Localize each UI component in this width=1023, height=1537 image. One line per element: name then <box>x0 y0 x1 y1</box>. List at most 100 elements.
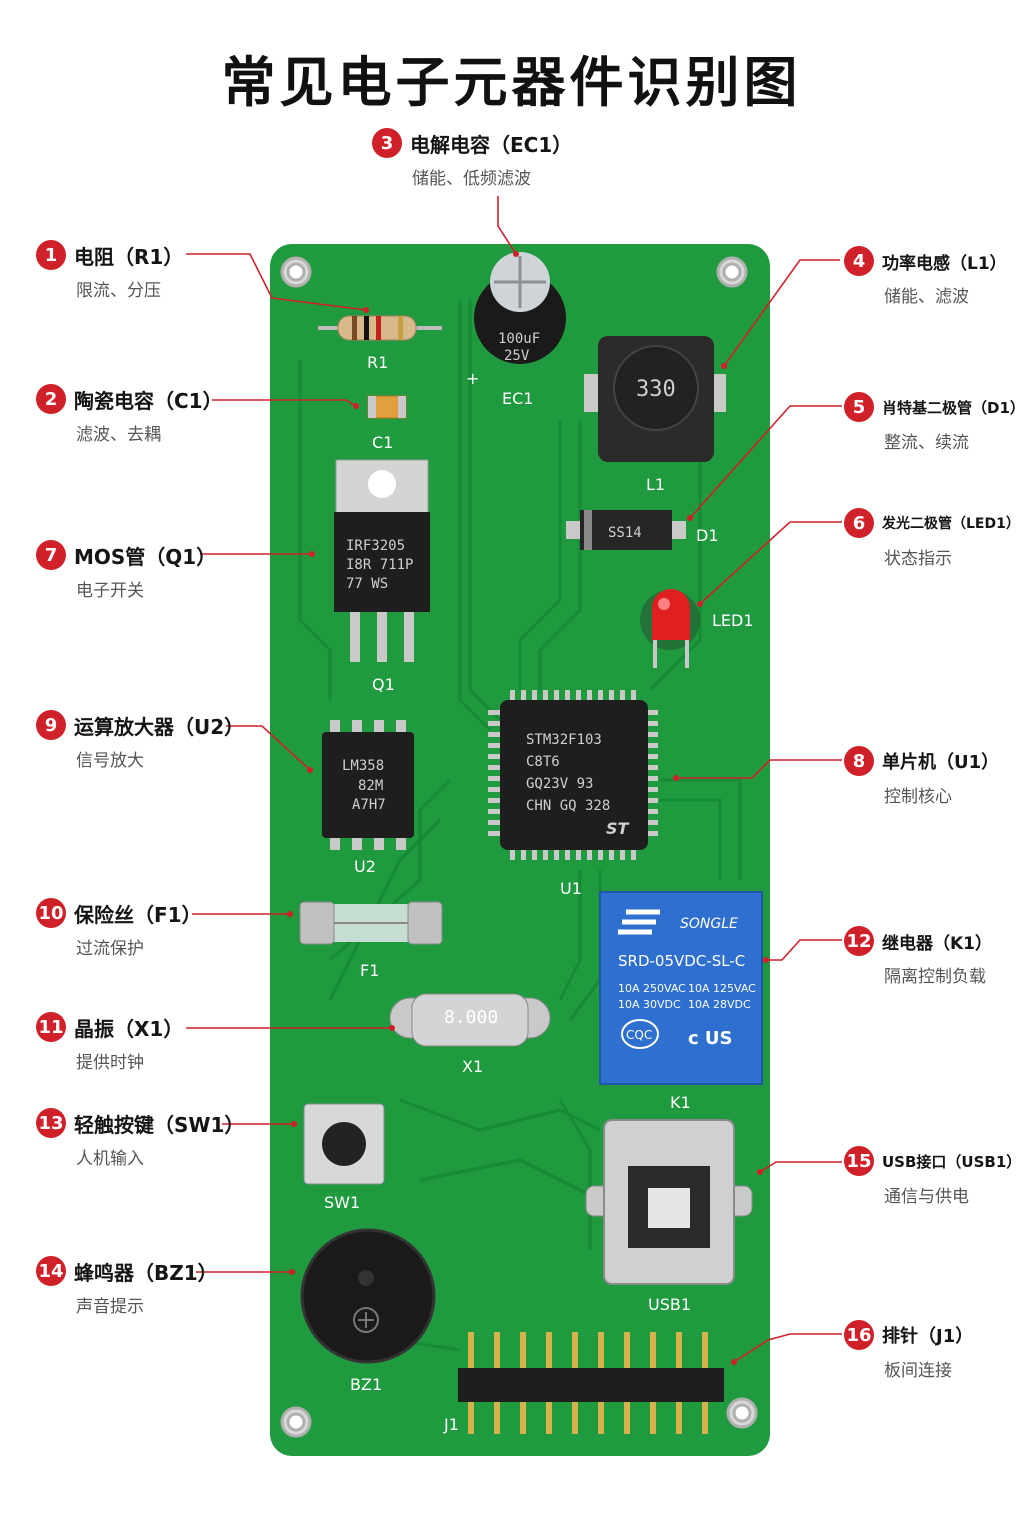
x1-freq: 8.000 <box>444 1007 498 1028</box>
callout-mosfet: 7 MOS管（Q1） 电子开关 <box>36 540 216 601</box>
callout-number: 5 <box>844 392 874 422</box>
callout-desc: 提供时钟 <box>76 1053 144 1073</box>
usb1-label: USB1 <box>648 1295 691 1314</box>
f1-label: F1 <box>360 961 379 980</box>
ec1-voltage: 25V <box>504 348 530 364</box>
crystal-x1: 8.000 X1 <box>389 993 551 1076</box>
callout-number: 2 <box>36 384 66 414</box>
callout-electrolytic-capacitor: 3 电解电容（EC1） 储能、低频滤波 <box>372 128 572 189</box>
callout-name: 陶瓷电容（C1） <box>74 388 223 413</box>
ec1-label: EC1 <box>502 389 533 408</box>
callout-number: 15 <box>844 1146 874 1176</box>
callout-number: 8 <box>844 746 874 776</box>
capacitor-c1: C1 <box>367 395 407 452</box>
pin-header-j1: J1 <box>443 1332 724 1434</box>
callout-number: 14 <box>36 1256 66 1286</box>
k1-cert2: c US <box>688 1028 733 1049</box>
j1-label: J1 <box>443 1415 459 1434</box>
callout-number: 11 <box>36 1012 66 1042</box>
callout-name: USB接口（USB1） <box>882 1152 1022 1171</box>
x1-label: X1 <box>462 1057 483 1076</box>
k1-cert1: CQC <box>626 1028 652 1042</box>
leader-lines <box>186 196 842 1363</box>
k1-model: SRD-05VDC-SL-C <box>618 952 745 970</box>
callout-button: 13 轻触按键（SW1） 人机输入 <box>36 1108 244 1169</box>
u2-line3: A7H7 <box>352 797 386 813</box>
relay-k1: SONGLE SRD-05VDC-SL-C 10A 250VAC 10A 125… <box>599 891 763 1112</box>
led1-label: LED1 <box>712 611 754 630</box>
callout-desc: 滤波、去耦 <box>76 425 161 445</box>
callout-mcu: 8 单片机（U1） 控制核心 <box>844 746 999 807</box>
callout-name: MOS管（Q1） <box>74 544 217 569</box>
callout-ceramic-capacitor: 2 陶瓷电容（C1） 滤波、去耦 <box>36 384 223 445</box>
callout-number: 16 <box>844 1320 874 1350</box>
u2-label: U2 <box>354 857 376 876</box>
u1-label: U1 <box>560 879 582 898</box>
callout-number: 13 <box>36 1108 66 1138</box>
l1-label: L1 <box>646 475 665 494</box>
callout-fuse: 10 保险丝（F1） 过流保护 <box>36 898 202 959</box>
callout-schottky-diode: 5 肖特基二极管（D1） 整流、续流 <box>844 392 1023 453</box>
callout-desc: 信号放大 <box>76 751 144 771</box>
callout-desc: 电子开关 <box>76 581 144 601</box>
u2-line2: 82M <box>358 778 383 794</box>
callout-desc: 过流保护 <box>76 939 144 959</box>
callout-number: 4 <box>844 246 874 276</box>
c1-label: C1 <box>372 433 393 452</box>
callout-name: 单片机（U1） <box>882 752 1000 773</box>
callout-desc: 储能、低频滤波 <box>412 169 531 189</box>
k1-rating3: 10A 30VDC <box>618 998 681 1011</box>
callout-desc: 储能、滤波 <box>884 287 969 307</box>
callout-number: 1 <box>36 240 66 270</box>
callout-name: 功率电感（L1） <box>882 253 1007 274</box>
callout-number: 7 <box>36 540 66 570</box>
callout-desc: 通信与供电 <box>884 1187 969 1207</box>
callout-desc: 整流、续流 <box>884 433 969 453</box>
u1-line4: CHN GQ 328 <box>526 798 610 814</box>
callout-number: 6 <box>844 508 874 538</box>
fuse-f1: F1 <box>299 901 443 980</box>
callout-number: 12 <box>844 926 874 956</box>
callout-desc: 控制核心 <box>884 787 952 807</box>
capacitor-ec1: 100uF 25V + EC1 <box>466 252 566 408</box>
callout-desc: 限流、分压 <box>76 281 161 301</box>
leader-endpoints <box>287 251 769 1365</box>
callout-number: 9 <box>36 710 66 740</box>
callout-name: 保险丝（F1） <box>74 902 202 927</box>
callout-name: 排针（J1） <box>882 1326 974 1347</box>
callout-desc: 板间连接 <box>884 1361 952 1381</box>
page-title: 常见电子元器件识别图 <box>221 51 802 114</box>
callout-name: 蜂鸣器（BZ1） <box>74 1260 218 1285</box>
q1-line2: I8R 711P <box>346 557 413 573</box>
mosfet-q1: IRF3205 I8R 711P 77 WS Q1 <box>334 459 430 694</box>
button-sw1: SW1 <box>303 1103 385 1212</box>
q1-label: Q1 <box>372 675 395 694</box>
callout-number: 10 <box>36 898 66 928</box>
callout-desc: 人机输入 <box>76 1149 144 1169</box>
usb-connector-usb1: USB1 <box>585 1119 753 1314</box>
q1-line1: IRF3205 <box>346 538 405 554</box>
callout-name: 继电器（K1） <box>882 933 993 954</box>
k1-rating2: 10A 125VAC <box>688 982 756 995</box>
mcu-u1: STM32F103 C8T6 GQ23V 93 CHN GQ 328 ST U1 <box>488 690 658 898</box>
callout-name: 肖特基二极管（D1） <box>882 398 1023 417</box>
led-led1: LED1 <box>640 589 754 668</box>
q1-line3: 77 WS <box>346 576 388 592</box>
opamp-u2: LM358 82M A7H7 U2 <box>322 720 414 876</box>
callout-usb: 15 USB接口（USB1） 通信与供电 <box>844 1146 1021 1207</box>
sw1-label: SW1 <box>324 1193 360 1212</box>
d1-label: D1 <box>696 526 719 545</box>
k1-label: K1 <box>670 1093 691 1112</box>
callout-number: 3 <box>372 128 402 158</box>
callout-name: 电解电容（EC1） <box>410 132 573 157</box>
l1-value: 330 <box>636 377 676 402</box>
callout-name: 晶振（X1） <box>74 1016 184 1041</box>
callout-name: 轻触按键（SW1） <box>74 1112 245 1137</box>
u1-line2: C8T6 <box>526 754 560 770</box>
svg-text:+: + <box>466 369 479 388</box>
